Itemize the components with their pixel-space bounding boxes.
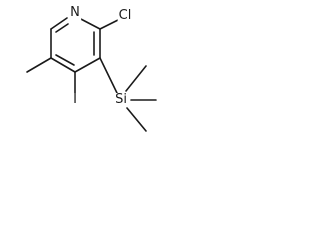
bond-lines: [26, 16, 157, 132]
chemical-structure: N Cl I Si: [0, 0, 180, 138]
atom-label-chlorine: Cl: [117, 8, 133, 23]
bond-c3-si: [99, 57, 118, 94]
bond-c3-c4: [74, 57, 101, 73]
bond-c4-c5: [50, 57, 76, 73]
bond-si-methyl-up: [125, 65, 147, 92]
bond-c4-c5-inner: [55, 54, 75, 66]
atom-label-silicon: Si: [114, 92, 128, 107]
bond-c6-n-inner: [55, 23, 69, 33]
bond-c2-cl: [99, 19, 119, 30]
bond-si-methyl-down: [126, 107, 147, 132]
atom-label-iodine: I: [72, 92, 78, 107]
bond-c6-n: [50, 17, 68, 30]
atom-label-nitrogen: N: [69, 5, 81, 20]
bond-c5-methyl: [26, 57, 52, 73]
